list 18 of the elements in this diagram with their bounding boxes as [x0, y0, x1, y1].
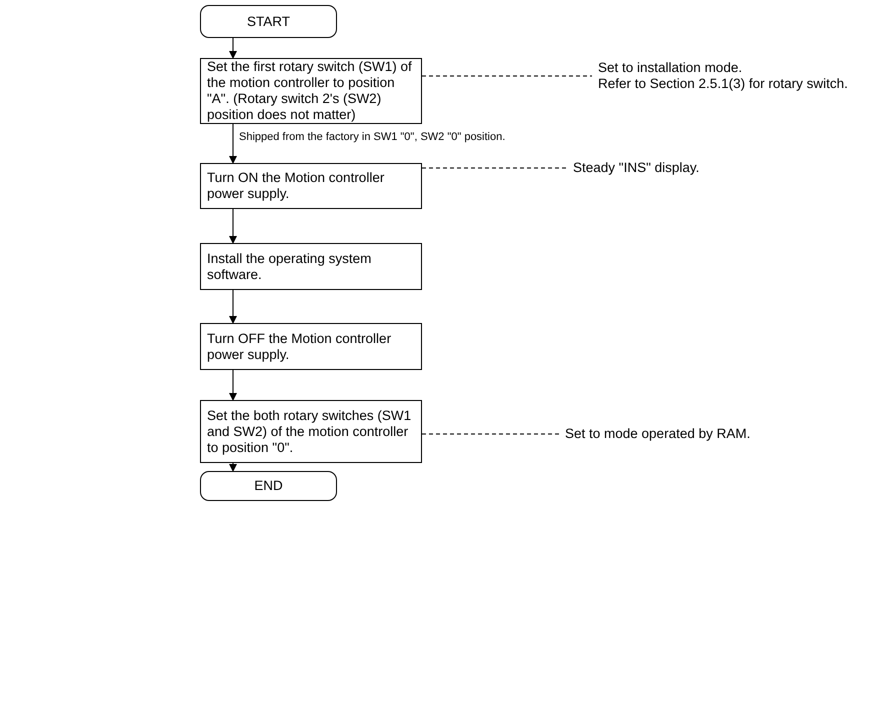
process-box: Turn ON the Motion controller power supply.: [200, 163, 422, 209]
arrow: [229, 370, 237, 401]
arrow: [229, 462, 237, 472]
note-text: Steady "INS" display.: [573, 160, 700, 176]
arrow: [229, 38, 237, 59]
terminal-box: END: [200, 471, 337, 501]
arrow: [229, 208, 237, 244]
note-text: Set to mode operated by RAM.: [565, 426, 750, 442]
arrow: [229, 290, 237, 324]
process-box: Set the both rotary switches (SW1 and SW2) of the motion controller to position "0".: [200, 400, 422, 463]
terminal-box: START: [200, 5, 337, 38]
note-text: Set to installation mode.: [598, 60, 742, 76]
process-box: Install the operating system software.: [200, 243, 422, 290]
edge-label: Shipped from the factory in SW1 "0", SW2 "0" position.: [239, 130, 506, 144]
note-text: Refer to Section 2.5.1(3) for rotary switch.: [598, 76, 848, 92]
arrow: [229, 124, 237, 164]
process-box: Set the first rotary switch (SW1) of the motion controller to position "A". (Rotary switch 2's (SW2) position does not matter): [200, 58, 422, 124]
process-box: Turn OFF the Motion controller power supply.: [200, 323, 422, 370]
